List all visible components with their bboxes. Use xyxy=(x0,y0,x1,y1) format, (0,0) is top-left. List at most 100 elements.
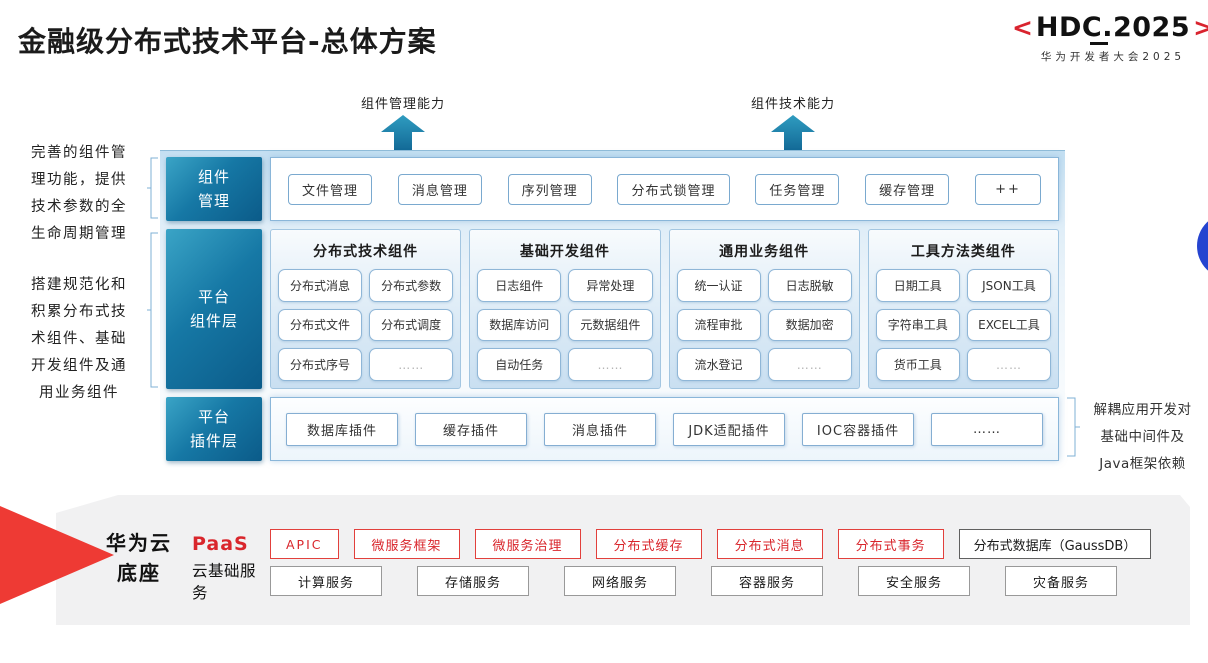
annotation-left-top: 完善的组件管 理功能，提供 技术参数的全 生命周期管理 xyxy=(12,140,146,248)
annotation-line: 解耦应用开发对 xyxy=(1093,402,1192,418)
paas-row: PaaS APIC 微服务框架 微服务治理 分布式缓存 分布式消息 分布式事务 … xyxy=(192,529,1152,559)
paas-item: APIC xyxy=(270,529,339,559)
hdc-logo: < HDC.2025 > 华为开发者大会2025 xyxy=(1012,12,1208,64)
annotation-line: 基础中间件及 xyxy=(1100,429,1185,445)
capability-arrow-management: 组件管理能力 xyxy=(333,93,473,155)
component-item: 数据库访问 xyxy=(477,308,562,342)
annotation-line: 搭建规范化和 xyxy=(31,277,127,293)
component-item: 元数据组件 xyxy=(568,308,653,342)
red-wedge-icon xyxy=(0,506,114,604)
paas-label: PaaS xyxy=(192,533,249,555)
architecture-diagram: 组件 管理 文件管理 消息管理 序列管理 分布式锁管理 任务管理 缓存管理 ++… xyxy=(160,150,1065,468)
plugin-item: JDK适配插件 xyxy=(673,412,785,446)
component-item-more: …… xyxy=(369,348,454,381)
layer-content: 文件管理 消息管理 序列管理 分布式锁管理 任务管理 缓存管理 ++ xyxy=(270,157,1059,221)
cloud-base-item: 灾备服务 xyxy=(1005,566,1117,596)
component-item: 日志组件 xyxy=(477,269,562,302)
annotation-line: 生命周期管理 xyxy=(31,226,127,242)
component-item: 分布式调度 xyxy=(369,308,454,342)
annotation-line: 积累分布式技 xyxy=(31,304,127,320)
component-item-more: …… xyxy=(568,348,653,381)
component-item: JSON工具 xyxy=(966,269,1051,302)
bracket-icon xyxy=(1067,397,1080,457)
component-item: 分布式参数 xyxy=(369,269,454,302)
paas-item: 分布式事务 xyxy=(837,529,944,559)
logo-underline xyxy=(1089,42,1108,45)
cloud-base-item: 安全服务 xyxy=(858,566,970,596)
page-title: 金融级分布式技术平台-总体方案 xyxy=(18,25,437,58)
component-item: 自动任务 xyxy=(477,348,562,381)
plugin-item: IOC容器插件 xyxy=(802,412,914,446)
paas-item: 分布式消息 xyxy=(716,529,823,559)
component-item: 日期工具 xyxy=(875,269,960,302)
annotation-line: 技术参数的全 xyxy=(31,199,127,215)
component-item: 分布式序号 xyxy=(278,348,363,381)
layer-row-platform-component: 平台 组件层 分布式技术组件 分布式消息 分布式参数 分布式文件 分布式调度 分… xyxy=(166,229,1059,389)
component-item-more: …… xyxy=(966,348,1051,381)
up-arrow-icon xyxy=(771,115,815,155)
component-item: 统一认证 xyxy=(676,269,761,302)
column-title: 工具方法类组件 xyxy=(910,244,1016,260)
cloud-base-item: 存储服务 xyxy=(417,566,529,596)
column-title: 通用业务组件 xyxy=(719,244,810,260)
column-title: 分布式技术组件 xyxy=(313,244,419,260)
logo-right-bracket-icon: > xyxy=(1193,13,1208,42)
component-item: 日志脱敏 xyxy=(767,269,852,302)
annotation-line: 术组件、基础 xyxy=(31,331,127,347)
component-item: 异常处理 xyxy=(568,269,653,302)
bracket-icon xyxy=(147,232,158,388)
layer-row-component-management: 组件 管理 文件管理 消息管理 序列管理 分布式锁管理 任务管理 缓存管理 ++ xyxy=(166,157,1059,221)
layer-label-component-management: 组件 管理 xyxy=(166,157,262,221)
gaussdb-item: 分布式数据库（GaussDB） xyxy=(958,529,1152,559)
logo-text: HDC.2025 xyxy=(1035,12,1191,45)
foundation-section xyxy=(56,495,1190,625)
up-arrow-icon xyxy=(381,115,425,155)
component-column-distributed: 分布式技术组件 分布式消息 分布式参数 分布式文件 分布式调度 分布式序号 …… xyxy=(270,229,462,389)
blue-circle-decoration xyxy=(1197,213,1208,279)
plugin-item: 缓存插件 xyxy=(415,412,527,446)
annotation-line: Java框架依赖 xyxy=(1099,456,1186,472)
logo-subtitle: 华为开发者大会2025 xyxy=(1040,51,1186,63)
annotation-left-bottom: 搭建规范化和 积累分布式技 术组件、基础 开发组件及通 用业务组件 xyxy=(12,272,146,407)
component-item: 流程审批 xyxy=(676,308,761,342)
component-column-tools: 工具方法类组件 日期工具 JSON工具 字符串工具 EXCEL工具 货币工具 …… xyxy=(867,229,1059,389)
component-item: 分布式文件 xyxy=(278,308,363,342)
annotation-right: 解耦应用开发对 基础中间件及 Java框架依赖 xyxy=(1079,397,1206,478)
annotation-line: 理功能，提供 xyxy=(31,172,127,188)
component-item: 货币工具 xyxy=(875,348,960,381)
layer-row-platform-plugin: 平台 插件层 数据库插件 缓存插件 消息插件 JDK适配插件 IOC容器插件 …… xyxy=(166,397,1059,461)
component-item: EXCEL工具 xyxy=(966,308,1051,342)
annotation-line: 完善的组件管 xyxy=(31,145,127,161)
paas-item: 分布式缓存 xyxy=(595,529,702,559)
component-mgmt-item: 分布式锁管理 xyxy=(617,173,730,205)
component-mgmt-item: 文件管理 xyxy=(288,173,373,205)
bracket-icon xyxy=(147,157,158,219)
cloud-base-label: 云基础服务 xyxy=(192,562,257,602)
component-column-business: 通用业务组件 统一认证 日志脱敏 流程审批 数据加密 流水登记 …… xyxy=(668,229,860,389)
cloud-base-row: 云基础服务 计算服务 存储服务 网络服务 容器服务 安全服务 灾备服务 xyxy=(192,562,1117,602)
logo-left-bracket-icon: < xyxy=(1011,13,1033,42)
capability-label: 组件技术能力 xyxy=(750,97,835,112)
layer-content: 分布式技术组件 分布式消息 分布式参数 分布式文件 分布式调度 分布式序号 ……… xyxy=(270,229,1059,389)
cloud-base-item: 计算服务 xyxy=(270,566,382,596)
component-item: 数据加密 xyxy=(767,308,852,342)
annotation-line: 用业务组件 xyxy=(39,385,119,401)
component-item: 字符串工具 xyxy=(875,308,960,342)
layer-label-platform-plugin: 平台 插件层 xyxy=(166,397,262,461)
capability-label: 组件管理能力 xyxy=(360,97,445,112)
layer-content: 数据库插件 缓存插件 消息插件 JDK适配插件 IOC容器插件 …… xyxy=(270,397,1059,461)
component-item-more: …… xyxy=(767,348,852,381)
huawei-cloud-base-label: 华为云 底座 xyxy=(106,531,172,585)
component-mgmt-item: 任务管理 xyxy=(755,173,840,205)
paas-item: 微服务治理 xyxy=(474,529,581,559)
layer-label-platform-component: 平台 组件层 xyxy=(166,229,262,389)
paas-item: 微服务框架 xyxy=(353,529,460,559)
annotation-line: 开发组件及通 xyxy=(31,358,127,374)
column-title: 基础开发组件 xyxy=(519,244,610,260)
component-mgmt-item: 序列管理 xyxy=(507,173,592,205)
component-mgmt-item: 缓存管理 xyxy=(865,173,950,205)
component-item: 分布式消息 xyxy=(278,269,363,302)
component-mgmt-item: 消息管理 xyxy=(397,173,482,205)
plugin-item: 消息插件 xyxy=(544,412,656,446)
component-mgmt-item-more: ++ xyxy=(974,173,1041,205)
